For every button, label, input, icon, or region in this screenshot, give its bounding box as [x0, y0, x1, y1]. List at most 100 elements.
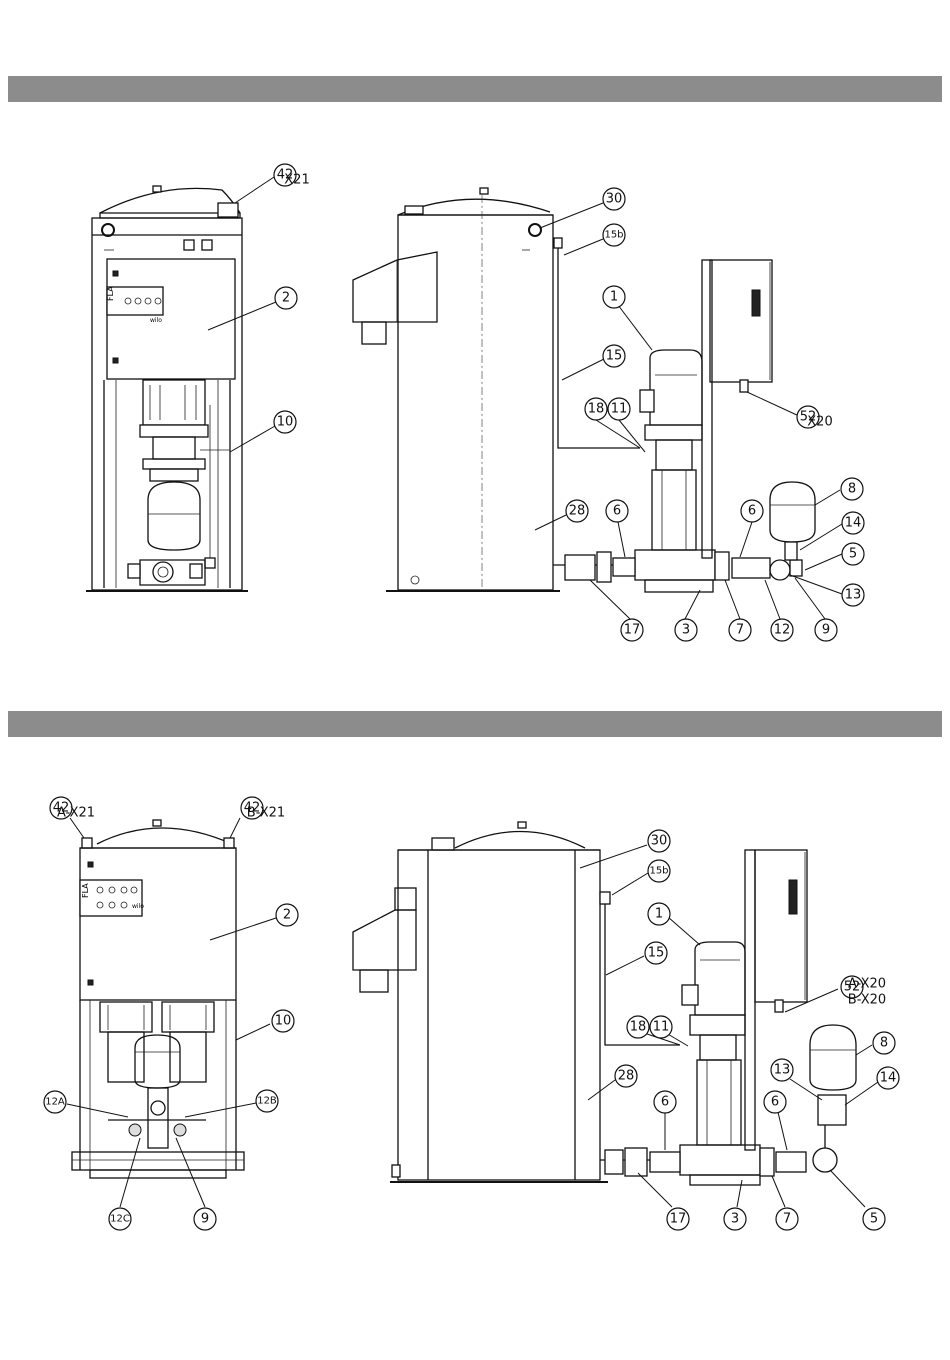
- s1-brand-label: wilo: [150, 317, 162, 324]
- svg-text:2: 2: [283, 908, 291, 923]
- s2-front-view: FLA wilo: [72, 820, 244, 1178]
- callout-s1-15: 15: [603, 345, 625, 367]
- callout-s1-42-suffix: X21: [284, 173, 309, 188]
- callout-s2-28: 28: [615, 1065, 637, 1087]
- leader-lines: [67, 177, 878, 1207]
- callout-s1-8: 8: [841, 478, 863, 500]
- svg-text:8: 8: [880, 1036, 888, 1051]
- callout-s2-3: 3: [724, 1208, 746, 1230]
- svg-text:7: 7: [783, 1212, 791, 1227]
- callout-s1-28: 28: [566, 500, 588, 522]
- svg-text:28: 28: [569, 504, 586, 519]
- svg-text:10: 10: [277, 415, 294, 430]
- svg-text:11: 11: [611, 402, 628, 417]
- svg-text:10: 10: [275, 1014, 292, 1029]
- callout-s1-17: 17: [621, 619, 643, 641]
- svg-text:6: 6: [661, 1095, 669, 1110]
- callout-s1-52: 52 X20: [797, 406, 833, 430]
- svg-text:17: 17: [670, 1212, 687, 1227]
- callout-s1-9: 9: [815, 619, 837, 641]
- callout-s1-13: 13: [842, 584, 864, 606]
- svg-text:12A: 12A: [45, 1097, 65, 1108]
- callout-s1-1: 1: [603, 286, 625, 308]
- callout-s1-18: 18: [585, 398, 607, 420]
- callout-s1-30: 30: [603, 188, 625, 210]
- callout-s1-11: 11: [608, 398, 630, 420]
- svg-text:5: 5: [849, 547, 857, 562]
- svg-text:6: 6: [771, 1095, 779, 1110]
- callout-s2-14: 14: [877, 1067, 899, 1089]
- callout-s2-1: 1: [648, 903, 670, 925]
- svg-text:2: 2: [282, 291, 290, 306]
- svg-text:1: 1: [655, 907, 663, 922]
- svg-text:18: 18: [588, 402, 605, 417]
- callout-s2-9: 9: [194, 1208, 216, 1230]
- svg-text:12B: 12B: [257, 1096, 277, 1107]
- svg-text:9: 9: [201, 1212, 209, 1227]
- callout-s2-12b: 12B: [256, 1090, 278, 1112]
- svg-text:28: 28: [618, 1069, 635, 1084]
- svg-text:6: 6: [613, 504, 621, 519]
- svg-text:14: 14: [880, 1071, 897, 1086]
- svg-text:13: 13: [774, 1063, 791, 1078]
- callout-s1-15b: 15b: [603, 224, 625, 246]
- callout-s1-14: 14: [842, 512, 864, 534]
- svg-text:12C: 12C: [110, 1214, 130, 1225]
- svg-text:8: 8: [848, 482, 856, 497]
- s1-fla-label: FLA: [106, 286, 115, 301]
- svg-text:9: 9: [822, 623, 830, 638]
- callout-s1-2: 2: [275, 287, 297, 309]
- svg-text:30: 30: [651, 834, 668, 849]
- callout-s2-15b: 15b: [648, 860, 670, 882]
- s2-fla-label: FLA: [81, 883, 90, 898]
- svg-text:18: 18: [630, 1020, 647, 1035]
- s2-brand-label: wilo: [132, 903, 144, 910]
- svg-text:12: 12: [774, 623, 791, 638]
- callout-s1-5: 5: [842, 543, 864, 565]
- callout-s2-17: 17: [667, 1208, 689, 1230]
- callout-s1-6b: 6: [741, 500, 763, 522]
- svg-text:17: 17: [624, 623, 641, 638]
- callout-s2-52: 52 A-X20 B-X20: [841, 976, 886, 1008]
- callout-s2-42a: 42 A-X21: [50, 797, 95, 821]
- svg-text:15b: 15b: [649, 866, 668, 877]
- svg-text:5: 5: [870, 1212, 878, 1227]
- callout-s2-42a-suffix: A-X21: [57, 806, 95, 821]
- svg-text:13: 13: [845, 588, 862, 603]
- callout-s1-3: 3: [675, 619, 697, 641]
- callout-s2-12a: 12A: [44, 1091, 66, 1113]
- svg-text:14: 14: [845, 516, 862, 531]
- callout-s2-13: 13: [771, 1059, 793, 1081]
- svg-text:15: 15: [648, 946, 665, 961]
- callout-s2-12c: 12C: [109, 1208, 131, 1230]
- callout-s1-6a: 6: [606, 500, 628, 522]
- callout-s2-7: 7: [776, 1208, 798, 1230]
- callout-s2-52-suffix-b: B-X20: [848, 993, 886, 1008]
- svg-text:3: 3: [731, 1212, 739, 1227]
- callout-s2-15: 15: [645, 942, 667, 964]
- callout-s2-52-suffix-a: A-X20: [848, 977, 886, 992]
- callout-s1-12: 12: [771, 619, 793, 641]
- s1-front-view: FLA wilo: [86, 186, 248, 591]
- callout-s2-10: 10: [272, 1010, 294, 1032]
- callout-s1-10: 10: [274, 411, 296, 433]
- svg-text:15: 15: [606, 349, 623, 364]
- callout-s2-8: 8: [873, 1032, 895, 1054]
- callout-s2-5: 5: [863, 1208, 885, 1230]
- callout-s2-2: 2: [276, 904, 298, 926]
- svg-text:3: 3: [682, 623, 690, 638]
- svg-text:6: 6: [748, 504, 756, 519]
- s1-side-view: [353, 188, 815, 592]
- callout-s1-7: 7: [729, 619, 751, 641]
- callout-s2-42b: 42 B-X21: [241, 797, 285, 821]
- callout-s2-6a: 6: [654, 1091, 676, 1113]
- svg-text:30: 30: [606, 192, 623, 207]
- callout-s2-30: 30: [648, 830, 670, 852]
- callout-s2-42b-suffix: B-X21: [247, 806, 285, 821]
- callout-s1-52-suffix: X20: [807, 415, 832, 430]
- svg-text:7: 7: [736, 623, 744, 638]
- svg-text:1: 1: [610, 290, 618, 305]
- callout-s1-42: 42 X21: [274, 164, 310, 188]
- callout-s2-6b: 6: [764, 1091, 786, 1113]
